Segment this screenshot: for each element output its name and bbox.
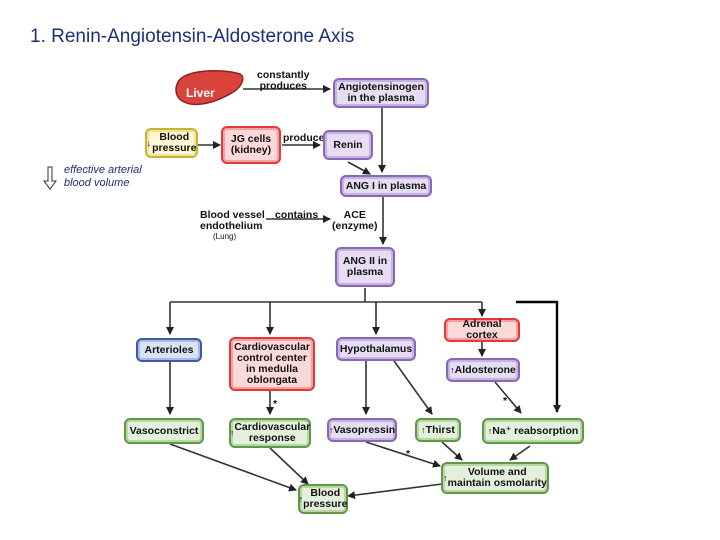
arrow-hypothalamus-thirst bbox=[391, 357, 433, 415]
thirst-box: ↑Thirst bbox=[415, 418, 461, 442]
vasoconstrict-box: Vasoconstrict bbox=[124, 418, 204, 444]
liver-label: Liver bbox=[186, 86, 215, 100]
volume-osmolarity-label: Volume and maintain osmolarity bbox=[447, 466, 547, 489]
blood-pressure-out-box: ↑Blood pressure bbox=[298, 484, 348, 514]
arrow-thirst-volume bbox=[441, 441, 463, 461]
star-volume: * bbox=[406, 448, 411, 460]
thirst-label: Thirst bbox=[425, 423, 455, 436]
arrow-na-volume bbox=[509, 445, 531, 461]
arrow-response-bp bbox=[269, 447, 309, 485]
volume-osmolarity-box: ↑Volume and maintain osmolarity bbox=[441, 462, 549, 494]
down-arrow-glyph: ↓ bbox=[146, 137, 152, 148]
renin-box: Renin bbox=[323, 130, 373, 160]
up-arrow-glyph: ↑ bbox=[443, 472, 448, 483]
contains-label: contains bbox=[275, 209, 319, 221]
up-arrow-glyph: ↑ bbox=[487, 425, 493, 436]
star-na: * bbox=[503, 395, 508, 407]
blood-pressure-low-label: Blood pressure bbox=[152, 131, 197, 154]
page-title: 1. Renin-Angiotensin-Aldosterone Axis bbox=[30, 26, 355, 47]
blood-pressure-out-label: Blood pressure bbox=[303, 487, 348, 510]
effective-volume-note: effective arterial blood volume bbox=[64, 164, 142, 189]
angiotensinogen-box: Angiotensinogen in the plasma bbox=[333, 78, 429, 108]
vasopressin-box: ↑Vasopressin bbox=[327, 418, 397, 442]
constantly-produces-label: constantly produces bbox=[257, 69, 310, 92]
vasopressin-label: Vasopressin bbox=[333, 423, 396, 436]
arterioles-box: Arterioles bbox=[136, 338, 202, 362]
cardio-response-label: Cardiovascular response bbox=[234, 421, 311, 444]
cardio-response-box: ↑Cardiovascular response bbox=[229, 418, 311, 448]
cardio-center-box: Cardiovascular control center in medulla… bbox=[229, 337, 315, 391]
ace-label: ACE (enzyme) bbox=[332, 209, 378, 232]
ang1-box: ANG I in plasma bbox=[340, 175, 432, 197]
down-arrow-icon bbox=[43, 166, 57, 190]
aldosterone-box: ↑Aldosterone bbox=[446, 358, 520, 382]
arrow-renin-ang1 bbox=[347, 161, 371, 175]
up-arrow-glyph: ↑ bbox=[229, 427, 235, 438]
arrow-vasopressin-volume bbox=[365, 441, 441, 468]
ang2-box: ANG II in plasma bbox=[335, 247, 395, 287]
blood-vessel-endothelium-label: Blood vessel endothelium bbox=[200, 209, 265, 232]
star-cardio: * bbox=[273, 398, 278, 410]
aldosterone-label: Aldosterone bbox=[454, 363, 516, 376]
up-arrow-glyph: ↑ bbox=[421, 424, 426, 435]
liver-icon bbox=[175, 69, 244, 106]
na-reabsorption-label: Na⁺ reabsorption bbox=[492, 424, 579, 437]
jg-cells-box: JG cells (kidney) bbox=[221, 126, 281, 164]
up-arrow-glyph: ↑ bbox=[298, 493, 304, 504]
arrow-aldosterone-na bbox=[494, 381, 522, 414]
blood-pressure-low-box: ↓Blood pressure bbox=[145, 128, 198, 158]
na-reabsorption-box: ↑Na⁺ reabsorption bbox=[482, 418, 584, 444]
arrow-heavy-na bbox=[516, 300, 561, 413]
up-arrow-glyph: ↑ bbox=[450, 364, 455, 375]
arrow-vasoconstrict-bp bbox=[169, 443, 297, 492]
arrow-volume-bp bbox=[347, 483, 443, 500]
lung-label: (Lung) bbox=[213, 232, 237, 241]
hypothalamus-box: Hypothalamus bbox=[336, 337, 416, 361]
up-arrow-glyph: ↑ bbox=[328, 424, 334, 435]
produce-label: produce bbox=[283, 132, 325, 144]
adrenal-cortex-box: Adrenal cortex bbox=[444, 318, 520, 342]
